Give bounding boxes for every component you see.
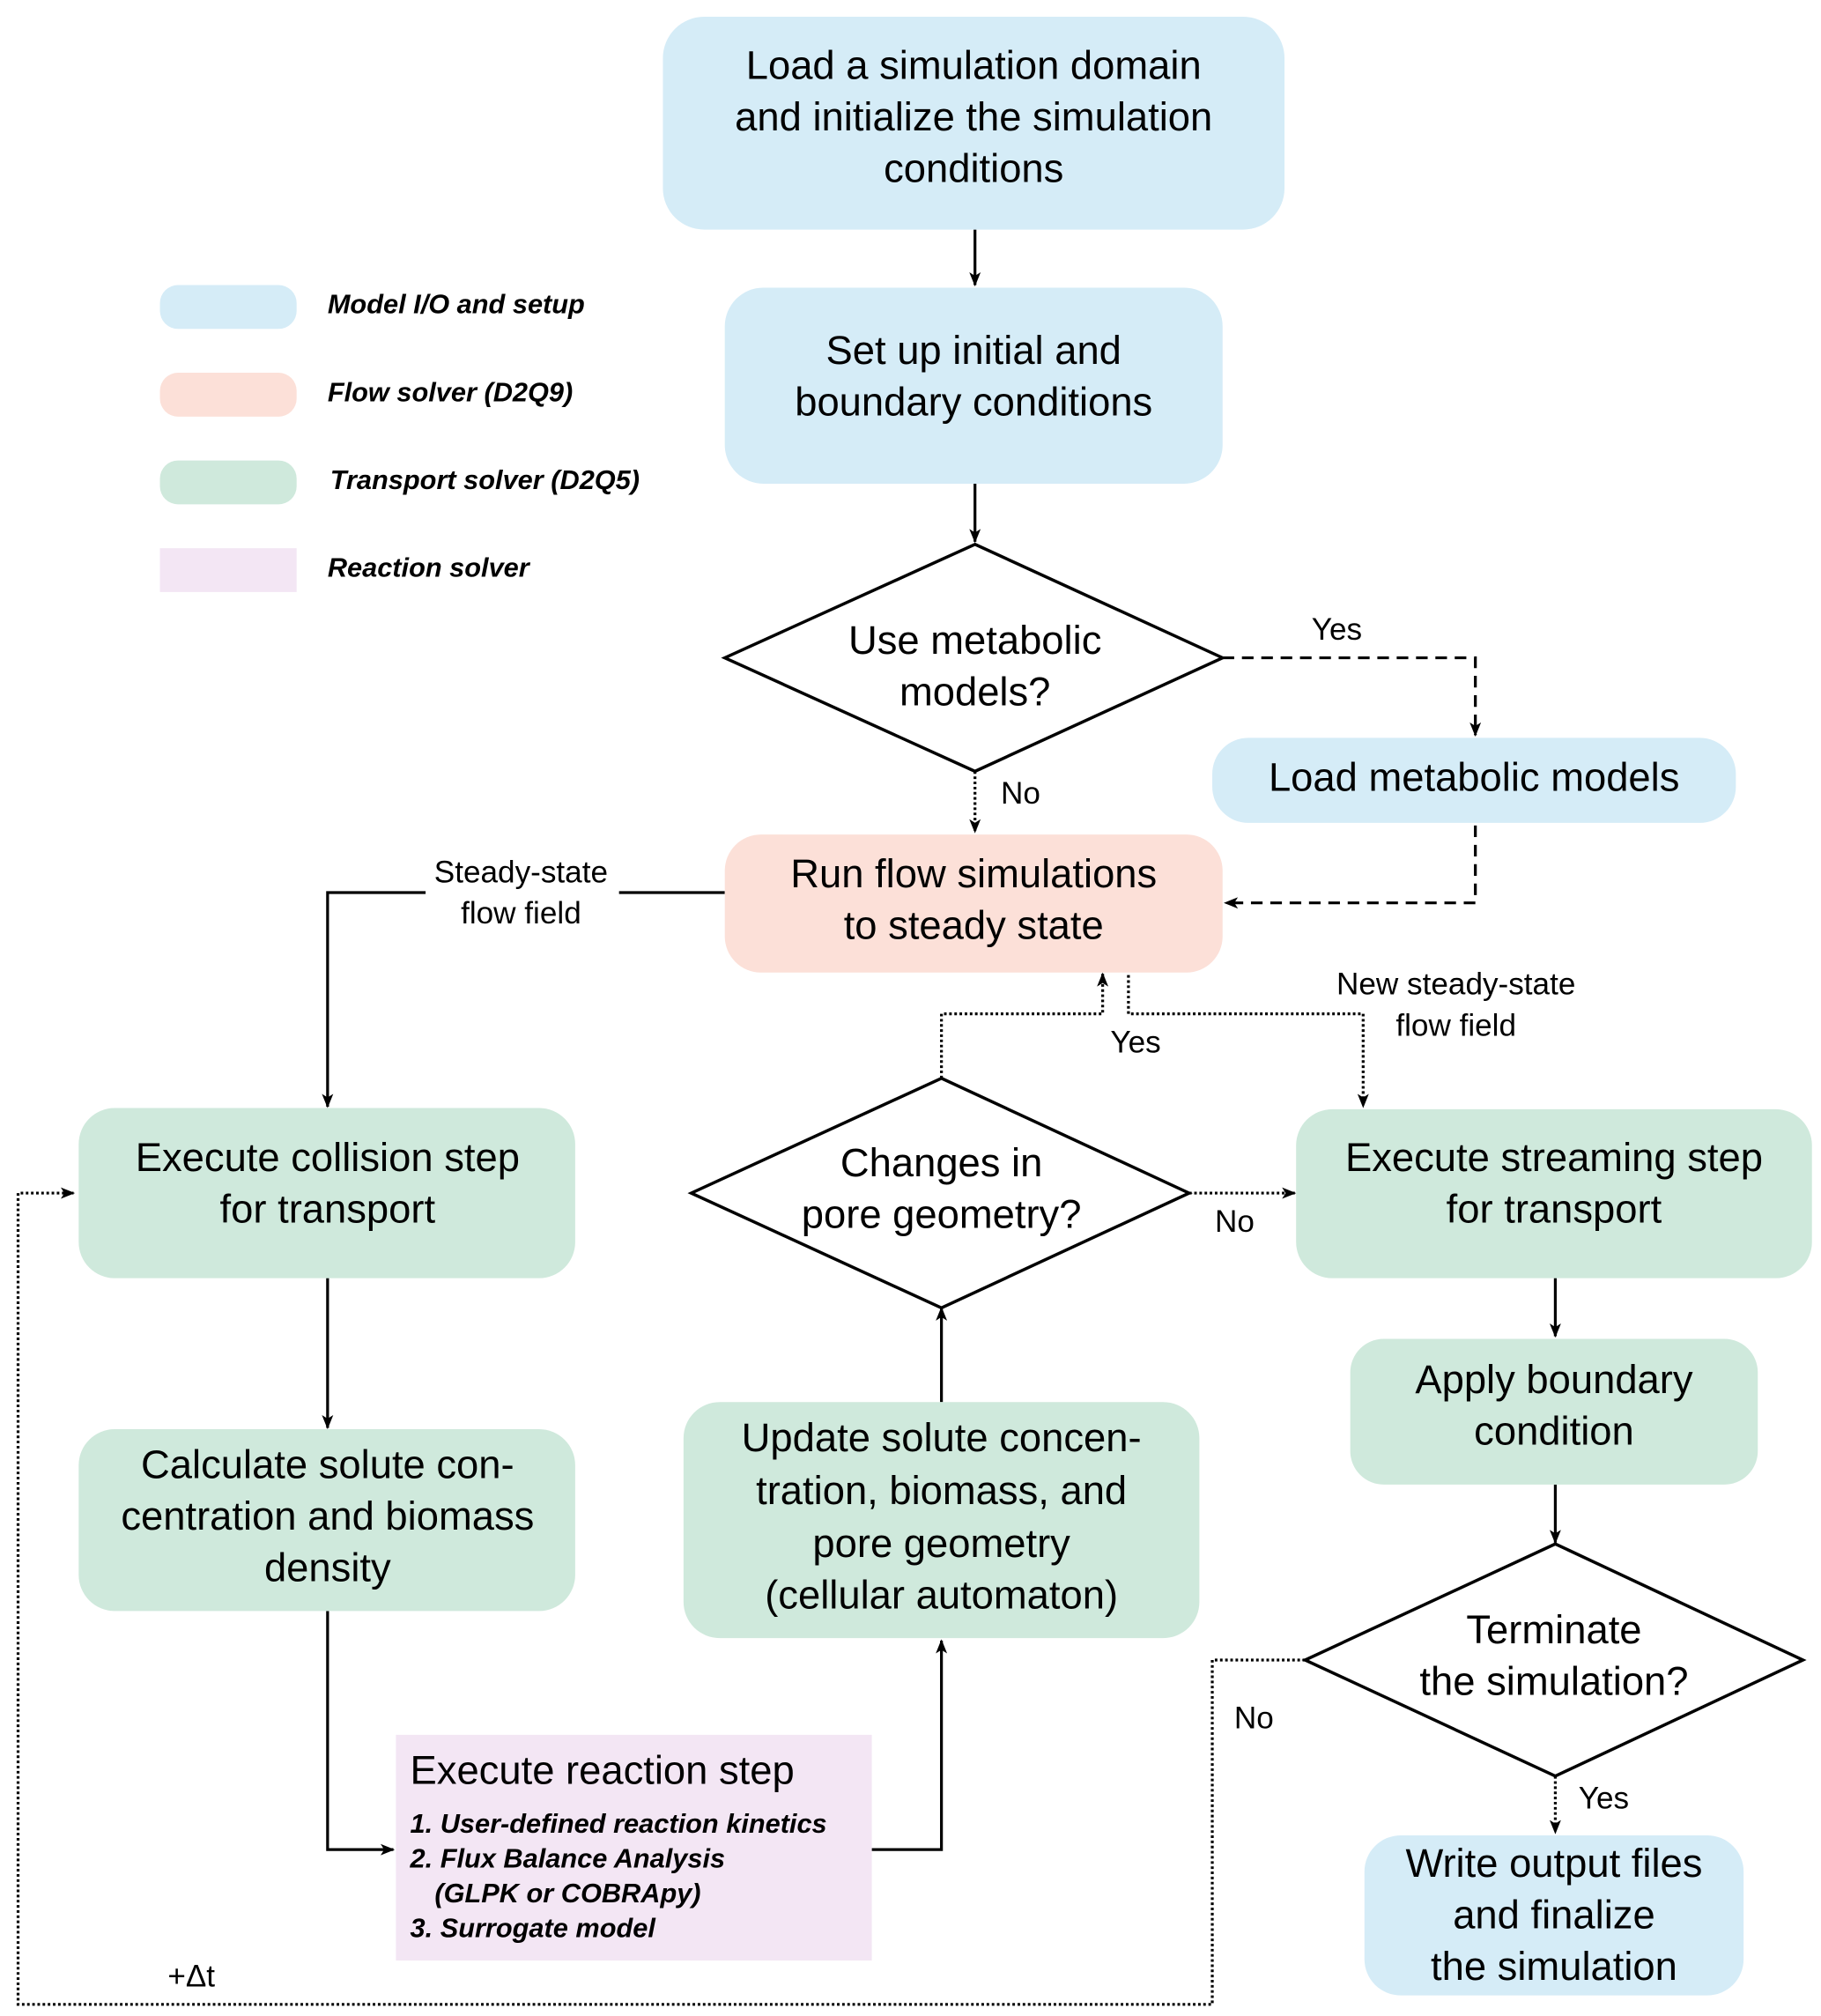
node-text: Use metabolic: [848, 618, 1101, 663]
node-load-metabolic[interactable]: Load metabolic models: [1212, 737, 1736, 823]
legend-label-setup: Model I/O and setup: [328, 289, 585, 320]
node-update[interactable]: Update solute concen- tration, biomass, …: [683, 1402, 1200, 1639]
node-text: the simulation: [1431, 1944, 1677, 1989]
node-text: Execute streaming step: [1345, 1135, 1763, 1180]
legend-label-flow: Flow solver (D2Q9): [328, 376, 573, 407]
arrow-load-metabolic-to-flow: [1224, 825, 1477, 909]
label-terminate-yes: Yes: [1579, 1781, 1629, 1815]
node-write-output[interactable]: Write output files and finalize the simu…: [1364, 1835, 1744, 1996]
node-calculate[interactable]: Calculate solute con- centration and bio…: [78, 1428, 575, 1612]
node-text: tration, biomass, and: [756, 1468, 1127, 1513]
label-geometry-yes: Yes: [1110, 1026, 1160, 1060]
legend-label-reaction: Reaction solver: [328, 552, 531, 582]
node-setup-conditions[interactable]: Set up initial and boundary conditions: [724, 287, 1223, 484]
node-text: Calculate solute con-: [141, 1442, 514, 1487]
node-run-flow[interactable]: Run flow simulations to steady state: [724, 834, 1223, 973]
reaction-item: 3. Surrogate model: [411, 1913, 657, 1944]
node-text: Load a simulation domain: [746, 42, 1202, 87]
node-text: Execute collision step: [136, 1135, 520, 1180]
node-text: the simulation?: [1419, 1659, 1688, 1704]
reaction-item: 1. User-defined reaction kinetics: [411, 1808, 827, 1839]
reaction-title: Execute reaction step: [411, 1748, 795, 1793]
arrow-calculate-to-reaction: [326, 1611, 396, 1856]
label-terminate-no: No: [1234, 1701, 1274, 1736]
node-text: Set up initial and: [826, 328, 1121, 373]
edge-labels: Yes No Steady-state flow field New stead…: [167, 612, 1629, 1993]
node-text: Terminate: [1466, 1607, 1641, 1652]
label-steady-state-1: Steady-state: [434, 855, 608, 889]
arrow-reaction-to-update: [871, 1639, 948, 1851]
reaction-item: 2. Flux Balance Analysis: [410, 1843, 726, 1874]
node-text: condition: [1474, 1409, 1634, 1454]
label-time-step: +Δt: [167, 1959, 215, 1993]
decision-use-metabolic[interactable]: Use metabolic models?: [721, 542, 1226, 774]
node-text: centration and biomass: [121, 1493, 534, 1538]
node-text: conditions: [884, 145, 1063, 190]
decision-terminate[interactable]: Terminate the simulation?: [1301, 1542, 1807, 1778]
node-streaming[interactable]: Execute streaming step for transport: [1296, 1108, 1812, 1279]
arrow-metabolic-yes: [1222, 656, 1482, 737]
node-text: Write output files: [1405, 1841, 1702, 1886]
label-new-steady-2: flow field: [1395, 1008, 1516, 1042]
node-text: Run flow simulations: [790, 851, 1157, 896]
node-reaction[interactable]: Execute reaction step 1. User-defined re…: [396, 1734, 872, 1961]
label-steady-state-2: flow field: [461, 896, 581, 930]
label-geometry-no: No: [1215, 1204, 1255, 1239]
node-text: (cellular automaton): [765, 1572, 1118, 1617]
node-apply-boundary[interactable]: Apply boundary condition: [1350, 1338, 1758, 1485]
reaction-item: (GLPK or COBRApy): [434, 1878, 700, 1909]
legend-swatch-flow: [159, 373, 297, 417]
node-text: for transport: [1447, 1187, 1662, 1232]
node-load-domain[interactable]: Load a simulation domain and initialize …: [663, 17, 1285, 230]
node-text: for transport: [220, 1187, 436, 1232]
legend-label-transport: Transport solver (D2Q5): [330, 464, 640, 495]
arrow-new-steady-state: [1127, 975, 1369, 1108]
node-text: models?: [899, 670, 1050, 715]
node-text: boundary conditions: [795, 379, 1152, 424]
label-metabolic-no: No: [1001, 776, 1040, 811]
legend-swatch-reaction: [159, 548, 297, 592]
node-collision[interactable]: Execute collision step for transport: [78, 1108, 575, 1279]
legend-swatch-transport: [159, 460, 297, 505]
node-text: Load metabolic models: [1269, 754, 1679, 799]
node-text: pore geometry: [812, 1521, 1070, 1566]
label-new-steady-1: New steady-state: [1336, 967, 1575, 1002]
node-text: Changes in: [840, 1140, 1042, 1185]
legend-swatch-setup: [159, 285, 297, 330]
arrow-steady-state-down: [322, 891, 426, 1108]
decision-changes-geometry[interactable]: Changes in pore geometry?: [687, 1076, 1193, 1310]
node-text: density: [264, 1545, 391, 1590]
legend: Model I/O and setup Flow solver (D2Q9) T…: [159, 285, 640, 592]
node-text: and initialize the simulation: [735, 94, 1212, 139]
node-text: to steady state: [844, 903, 1104, 948]
node-text: Update solute concen-: [742, 1415, 1142, 1460]
node-text: and finalize: [1453, 1892, 1654, 1937]
arrow-geometry-yes: [940, 972, 1109, 1078]
label-metabolic-yes: Yes: [1312, 612, 1362, 647]
node-text: pore geometry?: [802, 1192, 1082, 1237]
node-text: Apply boundary: [1415, 1357, 1693, 1402]
